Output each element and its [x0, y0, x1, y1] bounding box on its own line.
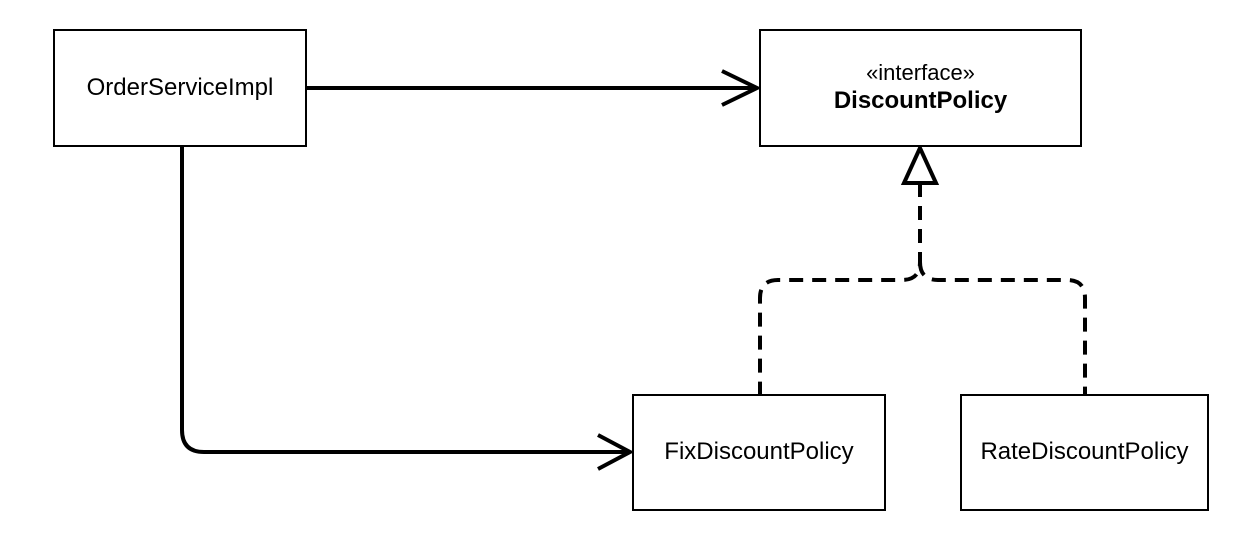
rate-discount-policy-label: RateDiscountPolicy: [980, 438, 1189, 466]
dependency-arrow-fix-discount-policy: [180, 146, 635, 471]
fix-discount-policy-label: FixDiscountPolicy: [664, 438, 854, 466]
fix-discount-policy-box: FixDiscountPolicy: [632, 394, 886, 511]
realization-connector: [758, 143, 1087, 396]
dependency-arrow-discount-policy: [306, 69, 762, 107]
order-service-impl-label: OrderServiceImpl: [86, 73, 274, 101]
discount-policy-label: DiscountPolicy: [833, 86, 1008, 114]
rate-discount-policy-box: RateDiscountPolicy: [960, 394, 1209, 511]
realization-triangle-icon: [900, 143, 940, 185]
interface-stereotype: «interface»: [866, 60, 975, 86]
order-service-impl-box: OrderServiceImpl: [53, 29, 307, 147]
discount-policy-box: «interface» DiscountPolicy: [759, 29, 1082, 147]
